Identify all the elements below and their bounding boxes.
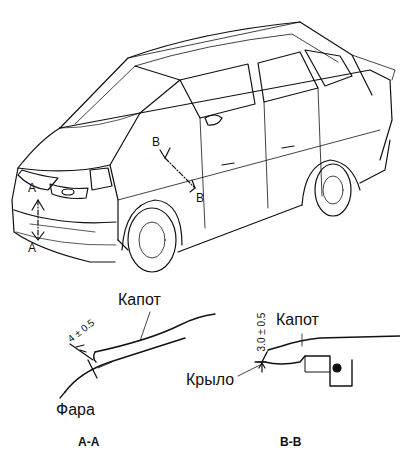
part-name: Фара — [56, 402, 95, 418]
section-letter: A — [28, 182, 36, 194]
section-title: A-A — [78, 436, 99, 448]
section-letter: B — [196, 192, 204, 204]
part-name: Капот — [276, 312, 319, 328]
part-name: Крыло — [186, 372, 234, 388]
section-title: B-B — [280, 436, 301, 448]
section-letter: B — [152, 136, 160, 148]
part-name: Капот — [118, 292, 161, 308]
dimension: 3.0 ± 0.5 — [257, 313, 267, 352]
dimension: 4 ± 0.5 — [66, 318, 96, 345]
section-letter: A — [28, 242, 36, 254]
